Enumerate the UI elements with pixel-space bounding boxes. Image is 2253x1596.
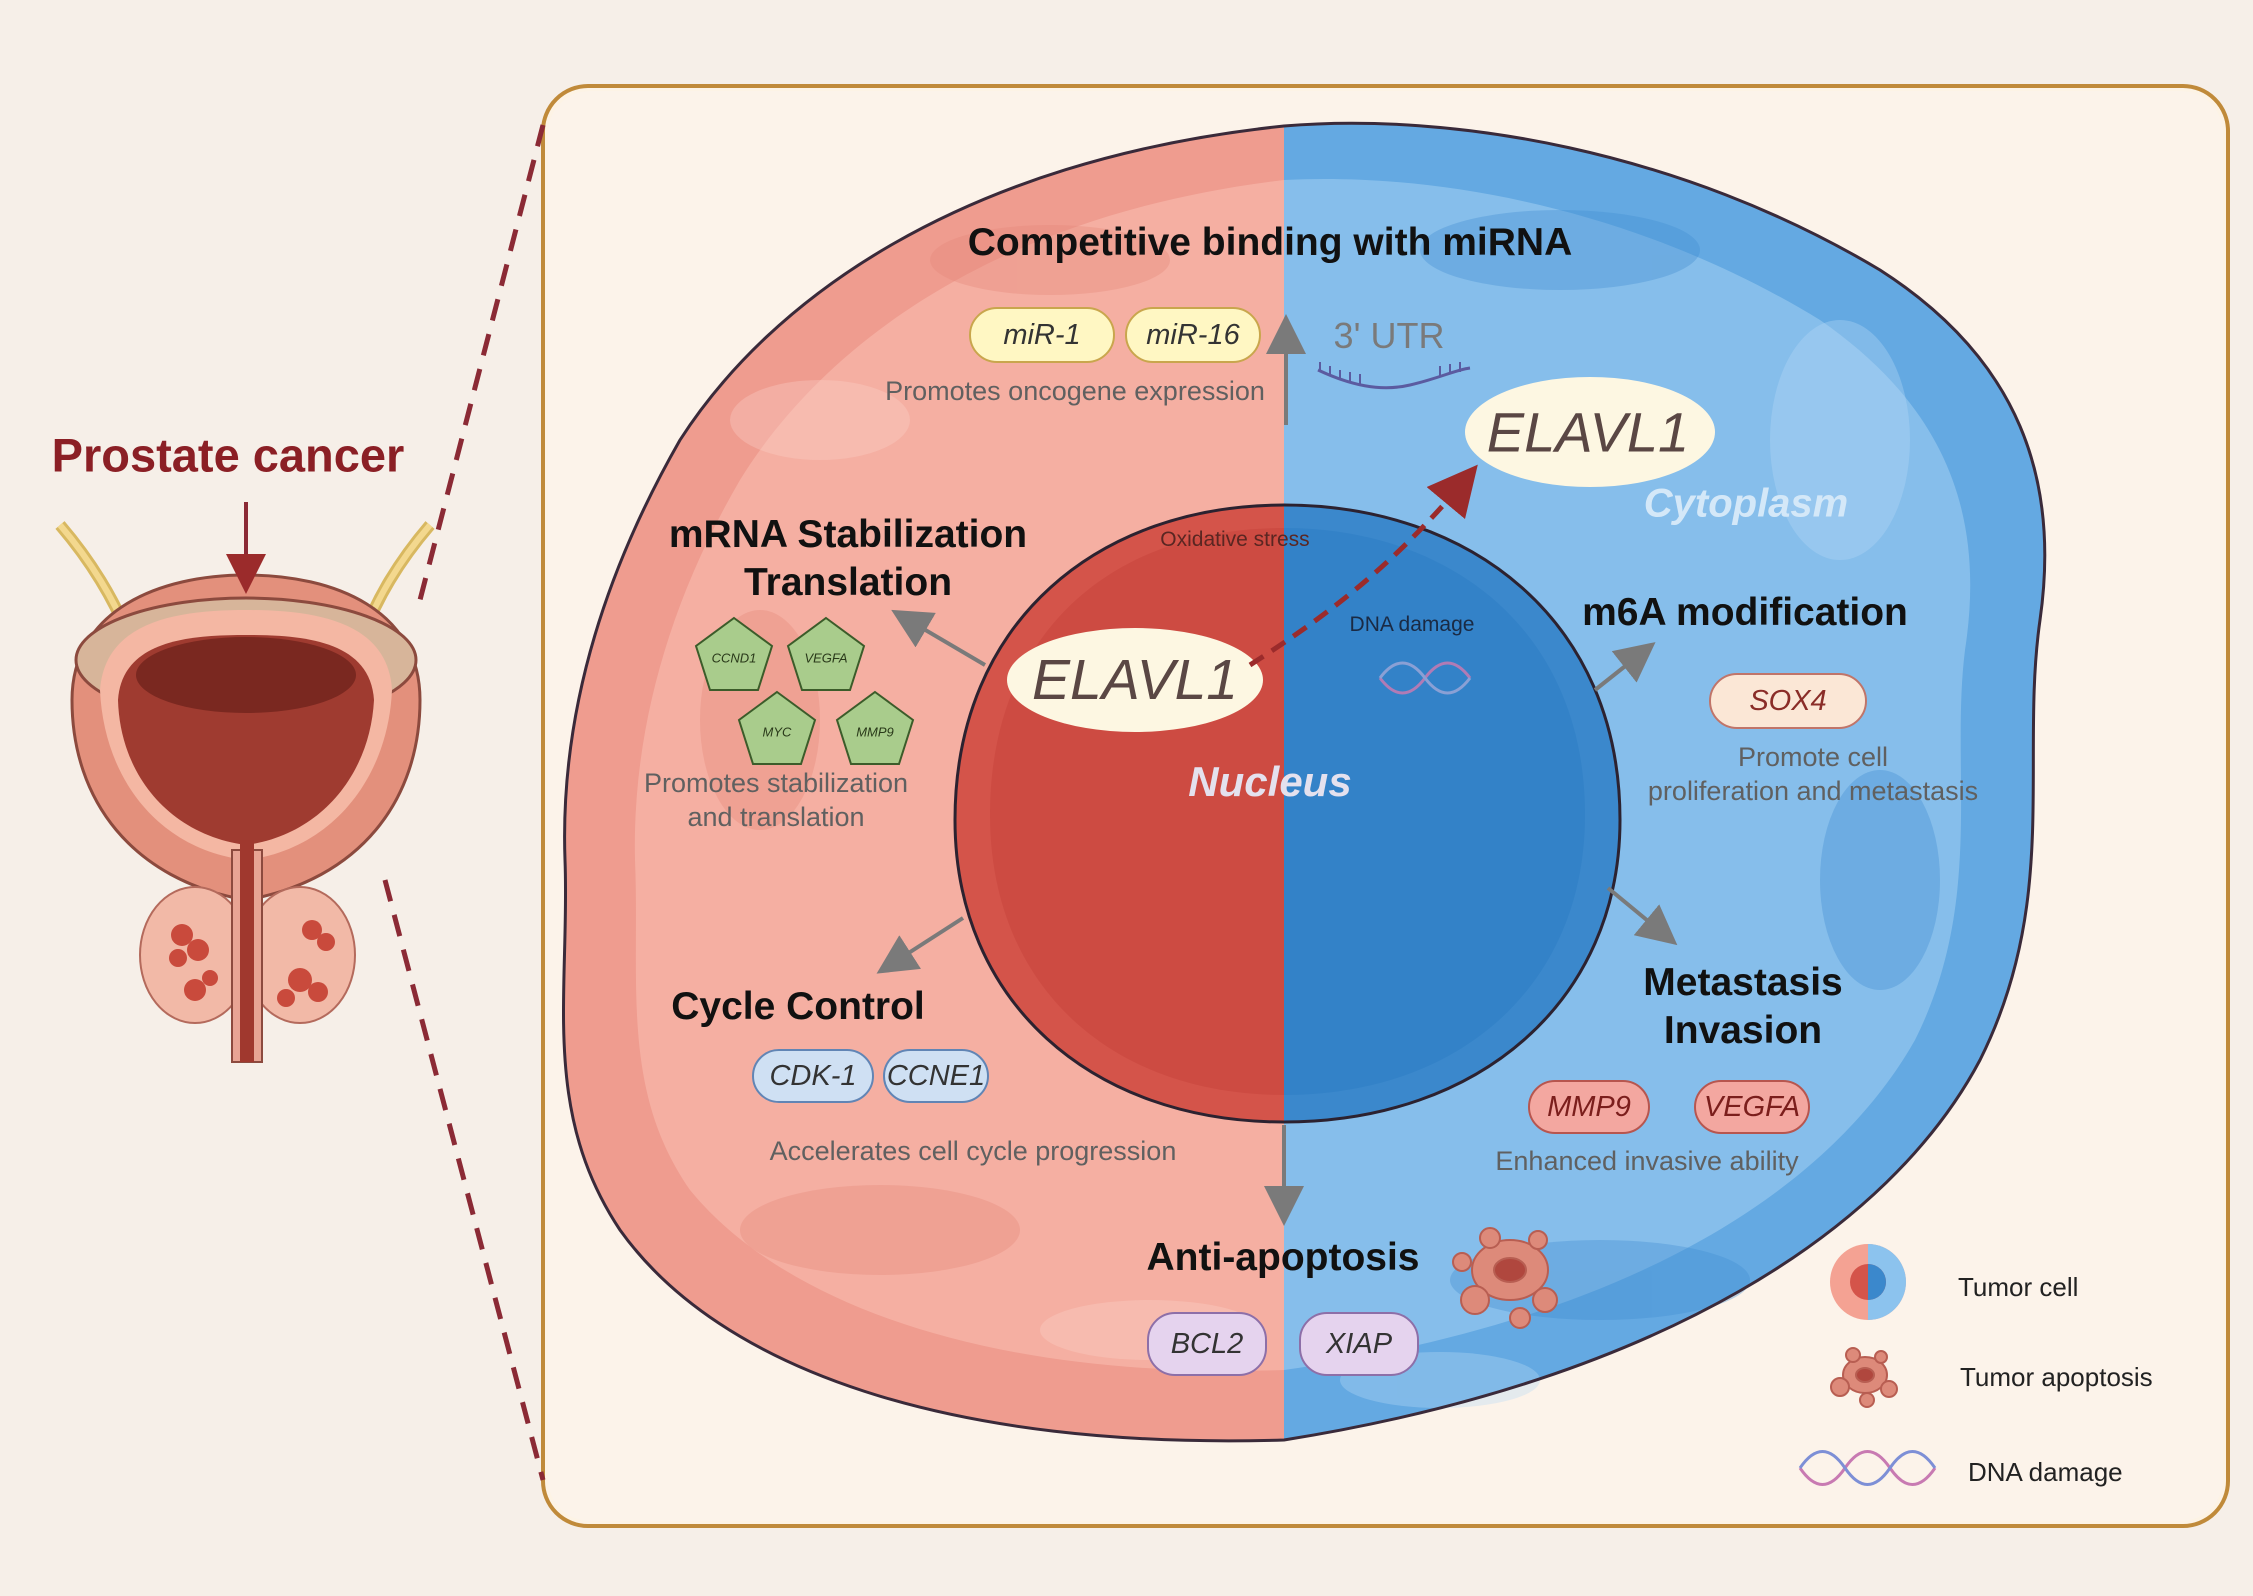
pentagon-label-ccnd1: CCND1 (711, 650, 757, 666)
arrow-to-m6a (1593, 642, 1656, 692)
pill-vegfa: VEGFA (1694, 1080, 1810, 1134)
heading-translation: Translation (743, 561, 953, 604)
desc-stabilization-1: Promotes stabilization (643, 768, 909, 798)
elavl1-nucleus-bubble (1007, 628, 1263, 732)
label-oxidative-stress: Oxidative stress (1160, 528, 1310, 551)
heading-cycle-control: Cycle Control (671, 985, 925, 1028)
legend-tumor-apoptosis: Tumor apoptosis (1960, 1362, 2153, 1392)
desc-oncogene: Promotes oncogene expression (885, 376, 1265, 406)
heading-competitive-binding: Competitive binding with miRNA (967, 221, 1573, 264)
desc-proliferation-2: proliferation and metastasis (1647, 776, 1979, 806)
prostate-cancer-title: Prostate cancer (51, 428, 405, 482)
arrow-to-cycle (876, 916, 965, 974)
desc-invasive: Enhanced invasive ability (1495, 1146, 1799, 1176)
heading-m6a-modification: m6A modification (1582, 591, 1908, 634)
arrow-to-metastasis (1606, 886, 1678, 946)
pentagon-myc (737, 690, 817, 765)
pill-sox4: SOX4 (1709, 673, 1867, 729)
pill-bcl2: BCL2 (1147, 1312, 1267, 1376)
legend-dna-damage: DNA damage (1968, 1457, 2123, 1487)
pentagon-mmp9 (835, 690, 915, 765)
pentagon-label-vegfa: VEGFA (804, 650, 848, 666)
pill-ccne1: CCNE1 (883, 1049, 989, 1103)
tumor-apoptosis-icon (1830, 1347, 1898, 1408)
pill-xiap: XIAP (1299, 1312, 1419, 1376)
label-nucleus: Nucleus (1188, 758, 1352, 805)
heading-metastasis: Metastasis (1643, 961, 1843, 1004)
label-elavl1-nucleus: ELAVL1 (1031, 648, 1239, 712)
elavl1-cytoplasm-bubble (1465, 377, 1715, 487)
arrow-translocation (1248, 464, 1478, 668)
prostate-organ-illustration (55, 502, 435, 1063)
zoom-line-top (417, 124, 546, 601)
pentagon-ccnd1 (694, 616, 774, 691)
zoom-line-bottom (382, 879, 546, 1481)
nucleus-body (953, 503, 1622, 1124)
tumor-apoptosis-cluster (1452, 1227, 1558, 1329)
label-elavl1-cytoplasm: ELAVL1 (1486, 400, 1690, 464)
desc-stabilization-2: and translation (687, 802, 865, 832)
pill-mmp9: MMP9 (1528, 1080, 1650, 1134)
desc-cycle: Accelerates cell cycle progression (769, 1136, 1177, 1166)
legend-tumor-cell: Tumor cell (1958, 1272, 2079, 1302)
pentagon-group (694, 616, 915, 765)
arrows (876, 314, 1678, 1226)
label-3-utr: 3' UTR (1333, 315, 1445, 356)
pentagon-label-myc: MYC (762, 724, 792, 740)
label-dna-damage: DNA damage (1349, 613, 1475, 636)
arrow-to-mrna (891, 609, 987, 667)
pentagon-vegfa (786, 616, 866, 691)
pill-cdk-1: CDK-1 (752, 1049, 874, 1103)
utr-rna-icon (1317, 362, 1471, 390)
heading-mrna-stabilization: mRNA Stabilization (668, 513, 1028, 556)
heading-anti-apoptosis: Anti-apoptosis (1146, 1236, 1420, 1279)
pill-mir-16: miR-16 (1125, 307, 1261, 363)
dna-damage-icon (1378, 661, 1472, 695)
dna-damage-legend-icon (1798, 1450, 1937, 1486)
label-cytoplasm: Cytoplasm (1643, 481, 1849, 526)
tumor-cell-icon (1830, 1244, 1906, 1320)
pentagon-label-mmp9: MMP9 (856, 724, 894, 740)
pill-mir-1: miR-1 (969, 307, 1115, 363)
heading-invasion: Invasion (1663, 1009, 1823, 1052)
desc-proliferation-1: Promote cell (1737, 742, 1889, 772)
